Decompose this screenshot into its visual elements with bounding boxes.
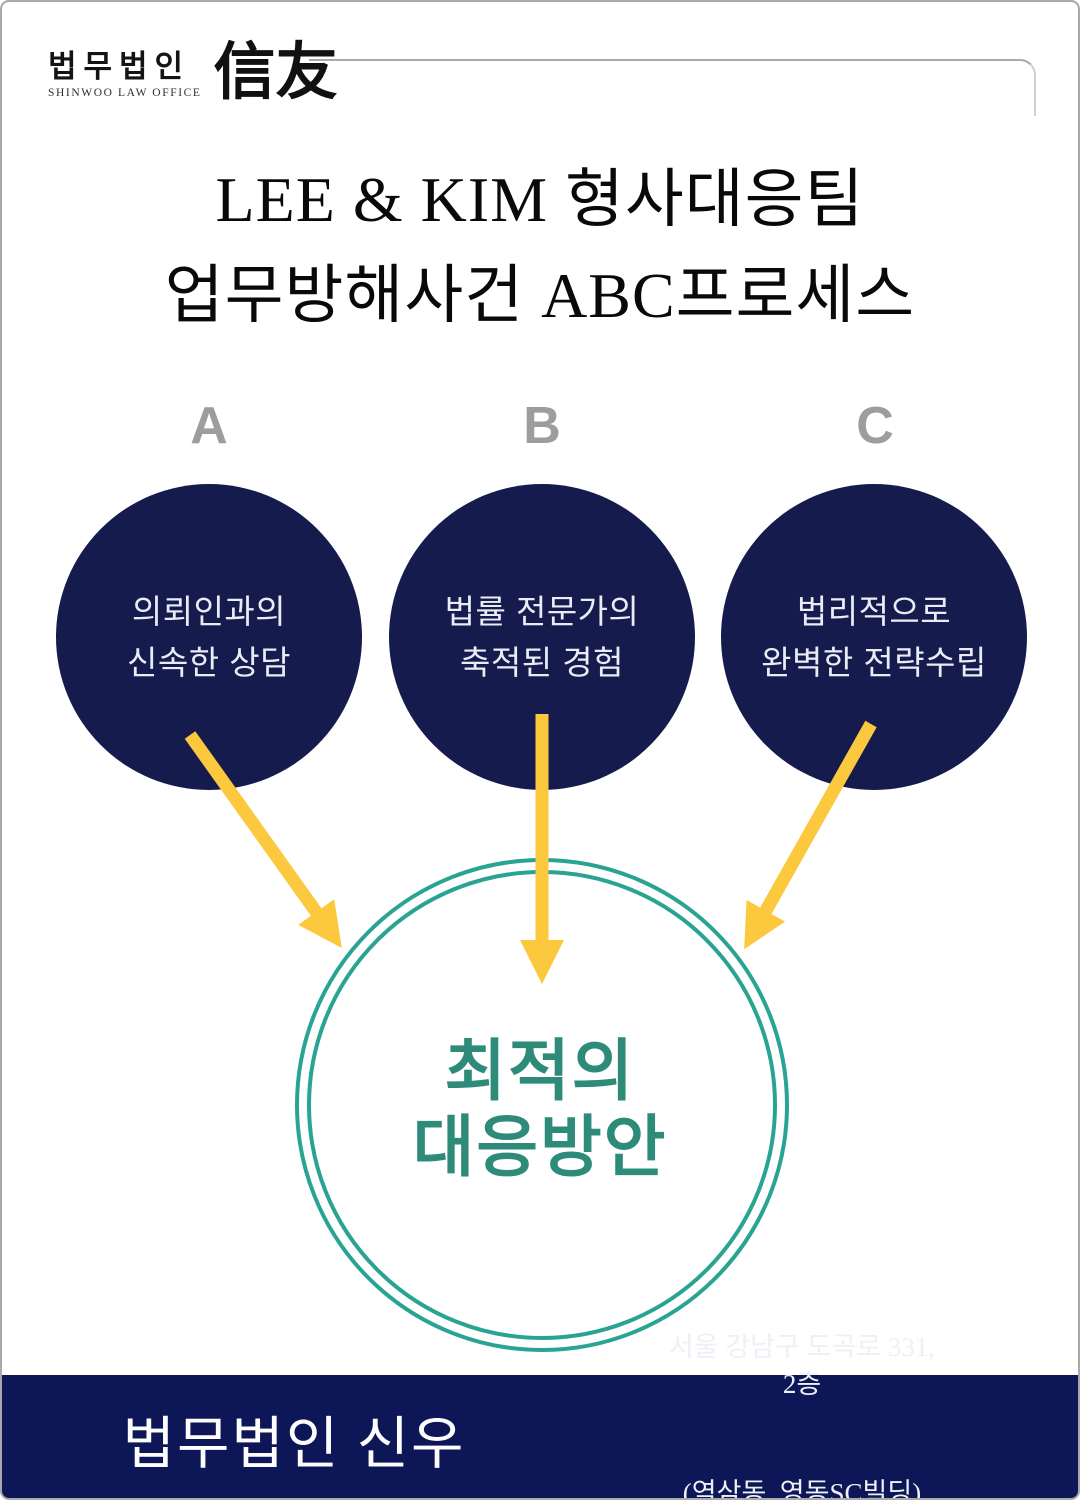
firm-logo: 법무법인 SHINWOO LAW OFFICE 信友 [48,42,338,104]
logo-korean-name: 법무법인 [48,49,191,84]
step-circle-b: 법률 전문가의 축적된 경험 [389,484,695,790]
step-label-c: C [856,397,894,455]
step-circle-c: 법리적으로 완벽한 전략수립 [721,484,1027,790]
title-line-2: 업무방해사건 ABC프로세스 [164,260,916,331]
step-label-b: B [523,397,561,455]
title-line-1: LEE & KIM 형사대응팀 [215,164,865,235]
footer-firm-name: 법무법인 신우 [122,1412,466,1476]
result-text: 최적의 대응방안 [2,1034,1078,1185]
result-line-1: 최적의 [444,1034,636,1109]
footer-address: 서울 강남구 도곡로 331, 2층 (역삼동, 영동SC빌딩) 법무법인 신우 [664,1256,942,1500]
step-label-a: A [190,397,228,455]
step-b-text-line-2: 축적된 경험 [460,644,624,681]
footer-address-line-1: 서울 강남구 도곡로 331, 2층 [668,1332,942,1399]
step-c-text-line-1: 법리적으로 [796,592,952,630]
step-b-text-line-1: 법률 전문가의 [444,592,640,630]
footer-bar: 법무법인 신우 서울 강남구 도곡로 331, 2층 (역삼동, 영동SC빌딩)… [2,1332,1078,1498]
logo-hanja-calligraphy: 信友 [213,39,338,107]
result-line-2: 대응방안 [412,1109,668,1185]
step-circle-a: 의뢰인과의 신속한 상담 [56,484,362,790]
logo-english-name: SHINWOO LAW OFFICE [48,87,202,100]
step-a-text-line-1: 의뢰인과의 [131,592,287,630]
step-c-text-line-2: 완벽한 전략수립 [761,644,987,681]
poster-title: LEE & KIM 형사대응팀 업무방해사건 ABC프로세스 [2,152,1078,344]
logo-text-block: 법무법인 SHINWOO LAW OFFICE [48,49,202,100]
decorative-card-outline [309,59,1036,116]
footer-address-line-2: (역삼동, 영동SC빌딩) 법무법인 신우 [682,1477,922,1500]
step-a-text-line-2: 신속한 상담 [127,644,291,681]
